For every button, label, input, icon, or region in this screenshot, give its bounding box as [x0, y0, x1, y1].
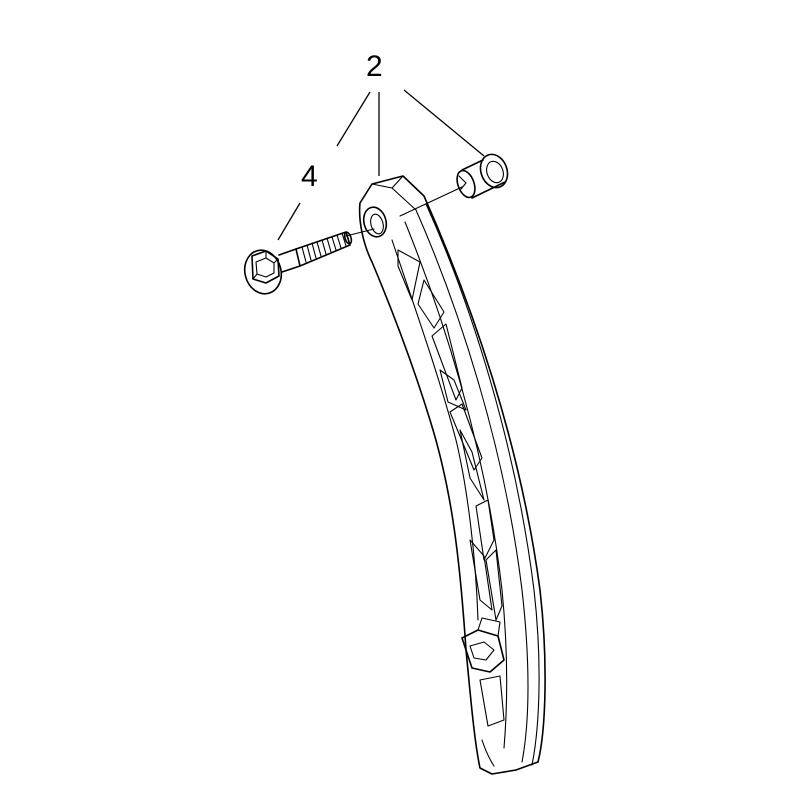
guide-truss-ribs — [397, 249, 503, 621]
assembly-axis-line-right — [399, 186, 463, 217]
guide-clip — [461, 617, 505, 673]
bolt-part — [243, 231, 353, 295]
leader-lines — [277, 89, 485, 241]
callout-label-2: 2 — [366, 50, 383, 83]
chain-guide-part — [358, 175, 546, 775]
leader-line-4-to-bolt — [277, 202, 301, 241]
leader-line-2-to-bolt — [336, 91, 371, 147]
bolt-threads — [301, 232, 347, 263]
callout-label-4: 4 — [301, 160, 318, 193]
sleeve-part — [456, 153, 509, 199]
leader-line-2-to-sleeve — [403, 89, 485, 157]
